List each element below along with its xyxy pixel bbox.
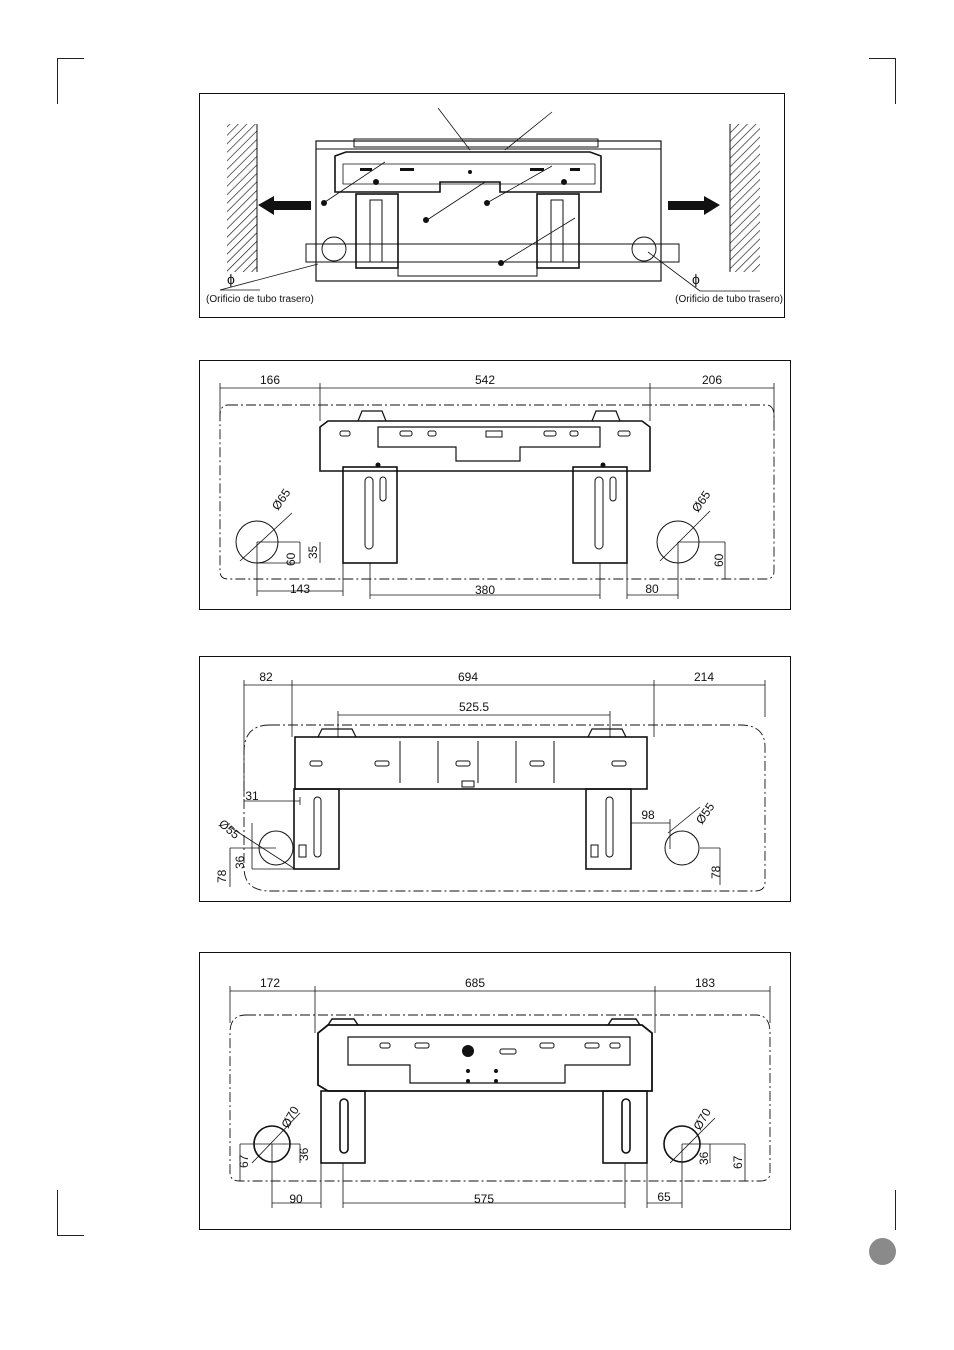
crop-mark-bottom-right-v	[895, 1190, 896, 1230]
crop-mark-top-right-v	[895, 58, 896, 104]
dim-right-v: 60	[712, 553, 726, 567]
dim-middle: 542	[475, 373, 495, 387]
mounting-plate	[294, 736, 648, 790]
crop-mark-top-left-h	[57, 58, 84, 59]
caption-left: (Orificio de tubo trasero)	[206, 294, 314, 305]
dim-left-v1: 60	[284, 552, 298, 566]
figure-2-drawing: 166 542 206	[219, 373, 775, 599]
pipe-hole-right	[631, 236, 657, 262]
crop-mark-top-right-h	[869, 58, 896, 59]
dim-bottom: 575	[474, 1192, 494, 1206]
mounting-plate	[317, 1024, 653, 1092]
dim-right-h: 80	[645, 582, 659, 596]
figure-4-drawing: 172 685 183	[229, 976, 771, 1208]
figure-1-panel: ϕ ϕ (Orificio de tubo trasero) (Orificio…	[199, 93, 785, 318]
mounting-plate	[319, 420, 651, 472]
bracket-left	[355, 193, 399, 269]
dim-left-small: 31	[245, 789, 259, 803]
phi-right: ϕ	[692, 271, 700, 287]
bracket-left	[293, 788, 340, 870]
dim-left-v1: 67	[237, 1154, 251, 1168]
dim-right-v1: 36	[697, 1151, 711, 1165]
dim-hole-left: Ø55	[216, 817, 243, 843]
dim-left: 166	[260, 373, 280, 387]
figure-3-panel: 82 694 214 525.5	[199, 656, 791, 902]
figure-3-drawing: 82 694 214 525.5	[215, 670, 766, 892]
left-wall-hatch	[227, 124, 257, 272]
pipe-hole-left	[321, 236, 347, 262]
phi-left: ϕ	[227, 271, 235, 287]
dim-inner: 525.5	[459, 700, 489, 714]
crop-mark-bottom-left-v	[57, 1190, 58, 1236]
right-wall-hatch	[730, 124, 760, 272]
figure-4-panel: 172 685 183	[199, 952, 791, 1230]
bracket-right	[585, 788, 632, 870]
dim-right: 183	[695, 976, 715, 990]
page-marker-dot	[869, 1238, 896, 1265]
figure-2-panel: 166 542 206	[199, 360, 791, 610]
dim-hole-left: Ø70	[278, 1104, 302, 1131]
dim-left-v2: 36	[297, 1147, 311, 1161]
figure-1-drawing: ϕ ϕ (Orificio de tubo trasero) (Orificio…	[206, 107, 783, 305]
dim-left-v2: 35	[306, 545, 320, 559]
dim-right-v2: 67	[731, 1155, 745, 1169]
dim-left: 172	[260, 976, 280, 990]
dim-left: 82	[259, 670, 273, 684]
dim-right-h: 98	[641, 808, 655, 822]
dim-left-h: 90	[289, 1192, 303, 1206]
dim-left-v1: 36	[233, 855, 247, 869]
bracket-right	[536, 193, 580, 269]
dim-middle: 685	[465, 976, 485, 990]
dim-left-v2: 78	[215, 869, 229, 883]
dim-right-h: 65	[657, 1190, 671, 1204]
dim-hole-left: Ø65	[269, 486, 294, 513]
caption-right: (Orificio de tubo trasero)	[675, 294, 783, 305]
dim-hole-right: Ø55	[693, 800, 718, 827]
dim-right-v: 78	[709, 865, 723, 879]
dim-right: 214	[694, 670, 714, 684]
dim-hole-right: Ø65	[689, 488, 714, 515]
dim-left-h: 143	[290, 582, 310, 596]
dim-middle: 694	[458, 670, 478, 684]
crop-mark-bottom-left-h	[57, 1235, 84, 1236]
arrow-left-icon	[258, 196, 311, 215]
arrow-right-icon	[668, 196, 720, 215]
dim-hole-right: Ø70	[690, 1106, 714, 1133]
dim-right: 206	[702, 373, 722, 387]
crop-mark-top-left-v	[57, 58, 58, 104]
pipe-hole-right	[664, 830, 700, 866]
mounting-plate	[334, 151, 602, 193]
dim-bottom: 380	[475, 583, 495, 597]
